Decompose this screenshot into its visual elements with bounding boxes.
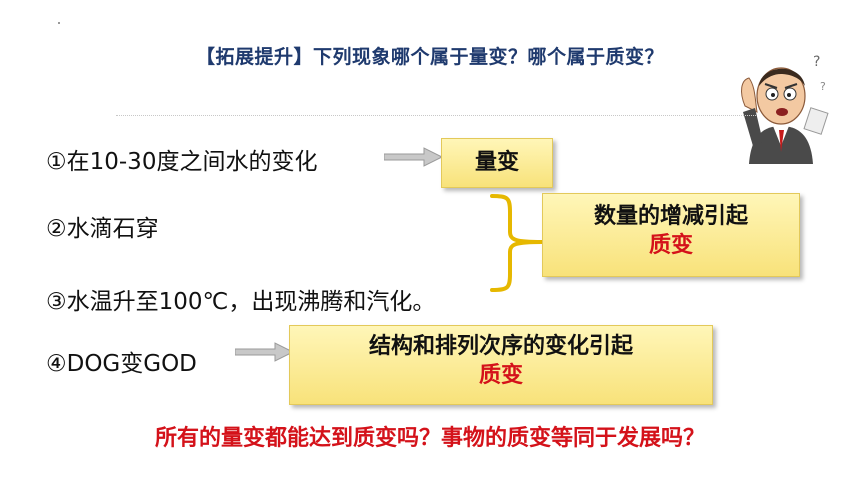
svg-text:?: ? [813, 54, 820, 70]
box-quantity-label: 量变 [474, 150, 519, 175]
closing-question: 所有的量变都能达到质变吗？事物的质变等同于发展吗？ [154, 426, 705, 451]
svg-text:?: ? [820, 80, 826, 93]
brace-icon [488, 192, 548, 298]
item-2: ②水滴石穿 [46, 216, 159, 242]
arrow-right-icon [234, 341, 295, 367]
slide-dot [58, 22, 60, 24]
item-4: ④DOG变GOD [46, 351, 197, 377]
box-structure-label: 结构和排列次序的变化引起 [368, 334, 633, 359]
divider-line [116, 115, 756, 116]
item-3: ③水温升至100℃，出现沸腾和汽化。 [46, 289, 436, 315]
box-amount-label: 数量的增减引起 [593, 204, 748, 229]
box-structure-change: 结构和排列次序的变化引起 质变 [289, 325, 713, 405]
box-quantity-change: 量变 [441, 138, 553, 188]
slide-title: 【拓展提升】下列现象哪个属于量变？哪个属于质变？ [195, 46, 664, 68]
box-amount-change: 数量的增减引起 质变 [542, 193, 800, 277]
box-amount-sub: 质变 [648, 233, 693, 258]
item-1: ①在10-30度之间水的变化 [46, 149, 318, 175]
box-structure-sub: 质变 [478, 363, 523, 388]
thinking-man-icon: ? ? [727, 46, 833, 168]
arrow-right-icon [383, 146, 444, 172]
